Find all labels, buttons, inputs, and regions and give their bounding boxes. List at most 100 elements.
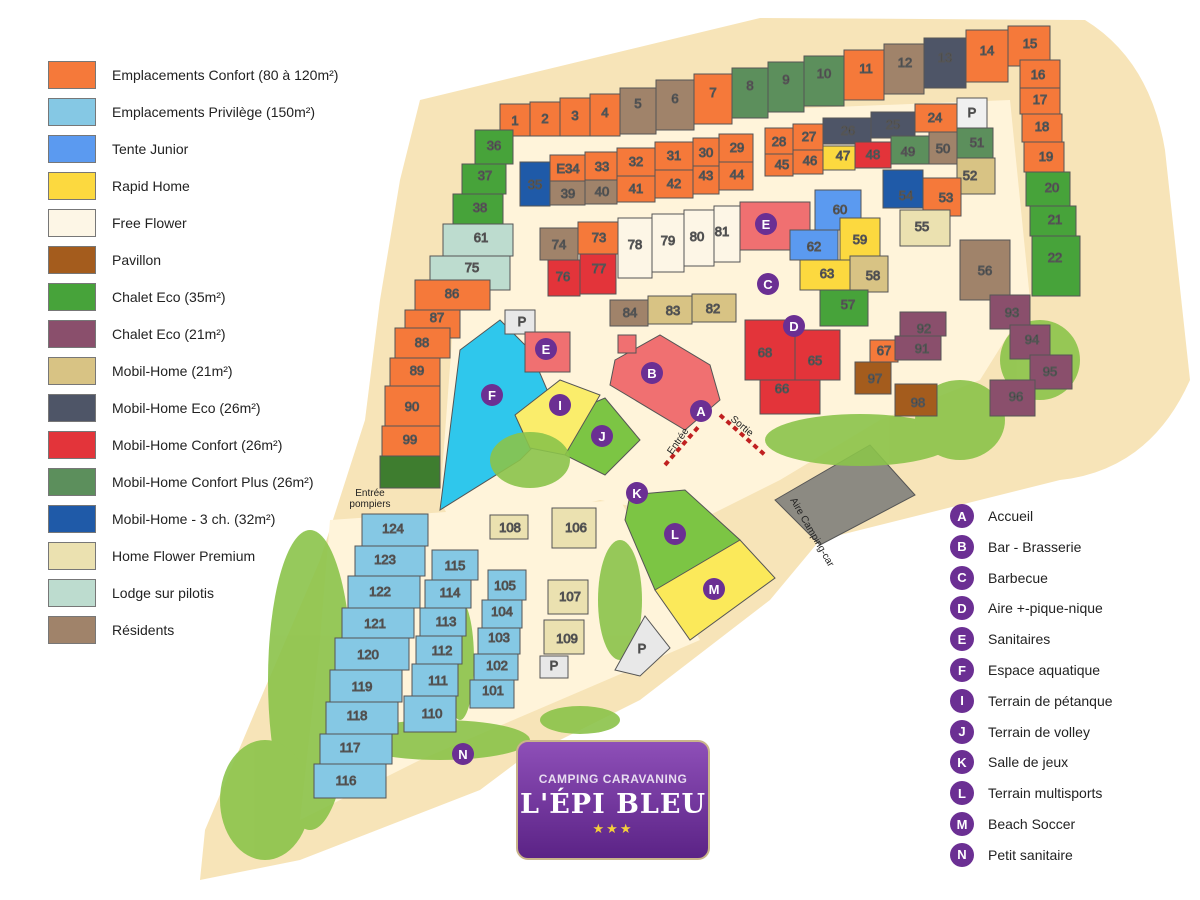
svg-text:42: 42: [667, 176, 681, 191]
svg-text:76: 76: [556, 269, 570, 284]
service-badge: I: [950, 688, 974, 713]
svg-text:18: 18: [1035, 119, 1049, 134]
pitch-row-center: 74 73 78 79 80 81 76 77 84 83 82: [539, 201, 811, 327]
svg-text:96: 96: [1009, 389, 1023, 404]
svg-text:122: 122: [369, 584, 391, 599]
service-badge: D: [950, 596, 974, 621]
svg-text:63: 63: [820, 266, 834, 281]
svg-text:P: P: [550, 658, 559, 673]
svg-text:124: 124: [382, 521, 404, 536]
legend-swatch: [48, 135, 96, 163]
service-badge: K: [950, 750, 974, 775]
svg-text:91: 91: [915, 341, 929, 356]
legend-swatch: [48, 283, 96, 311]
svg-text:62: 62: [807, 239, 821, 254]
legend-label: Rapid Home: [112, 178, 190, 194]
legend-swatch: [48, 61, 96, 89]
svg-text:55: 55: [915, 219, 929, 234]
gate-barriers: [663, 413, 767, 467]
legend-item: Tente Junior: [48, 134, 188, 164]
svg-text:107: 107: [559, 589, 581, 604]
marker-e-2: [535, 338, 557, 360]
svg-text:39: 39: [561, 186, 575, 201]
svg-text:94: 94: [1025, 332, 1039, 347]
svg-text:38: 38: [473, 200, 487, 215]
svg-text:24: 24: [928, 110, 942, 125]
svg-text:89: 89: [410, 363, 424, 378]
legend-item: Chalet Eco (21m²): [48, 319, 226, 349]
pitch-block-b: 28 27 26 25 24 P 45 46 47 48 49 50 51 52: [764, 97, 996, 195]
legend-item: Rapid Home: [48, 171, 190, 201]
service-badge: M: [950, 812, 974, 836]
marker-l: [664, 523, 686, 545]
service-label: Sanitaires: [988, 631, 1051, 648]
legend-label: Emplacements Privilège (150m²): [112, 104, 316, 120]
svg-text:C: C: [763, 277, 773, 292]
legend-item: Chalet Eco (35m²): [48, 282, 226, 312]
svg-text:A: A: [696, 404, 706, 419]
svg-text:17: 17: [1033, 92, 1047, 107]
svg-text:7: 7: [709, 85, 716, 100]
svg-text:6: 6: [671, 91, 678, 106]
legend-swatch: [48, 98, 96, 126]
service-label: Espace aquatique: [988, 662, 1101, 678]
svg-text:27: 27: [802, 129, 816, 144]
svg-text:43: 43: [699, 168, 713, 183]
legend-label: Mobil-Home Confort (26m²): [112, 437, 283, 453]
svg-text:J: J: [598, 429, 605, 444]
marker-b: [641, 362, 663, 384]
marker-i: [549, 394, 571, 416]
legend-swatch: [48, 246, 96, 274]
svg-text:10: 10: [817, 66, 831, 81]
svg-text:K: K: [632, 486, 642, 501]
svg-text:61: 61: [474, 230, 488, 245]
svg-text:28: 28: [772, 134, 786, 149]
legend-label: Chalet Eco (21m²): [112, 326, 226, 342]
svg-text:22: 22: [1048, 250, 1062, 265]
svg-text:118: 118: [347, 708, 368, 723]
svg-text:33: 33: [595, 159, 609, 174]
svg-text:65: 65: [808, 353, 822, 368]
svg-text:84: 84: [623, 305, 637, 320]
svg-text:108: 108: [499, 520, 521, 535]
svg-text:110: 110: [422, 706, 443, 721]
service-label: Accueil: [988, 508, 1034, 524]
pitch-col-left: 36 37 38 61 75 86 87 88 89 90 99: [379, 129, 514, 489]
legend-swatch: [48, 579, 96, 607]
legend-label: Home Flower Premium: [112, 548, 256, 564]
svg-text:123: 123: [374, 552, 396, 567]
svg-text:74: 74: [552, 237, 566, 252]
svg-text:58: 58: [866, 268, 880, 283]
svg-text:113: 113: [436, 614, 457, 629]
marker-e-1: [755, 213, 777, 235]
svg-text:2: 2: [541, 111, 548, 126]
svg-text:67: 67: [877, 343, 891, 358]
legend-label: Tente Junior: [112, 141, 189, 157]
svg-text:112: 112: [432, 643, 453, 658]
service-badge: C: [950, 565, 974, 590]
legend-label: Mobil-Home Confort Plus (26m²): [112, 474, 314, 490]
legend-item: Mobil-Home (21m²): [48, 356, 233, 386]
legend-label: Mobil-Home Eco (26m²): [112, 400, 261, 416]
svg-text:75: 75: [465, 260, 479, 275]
svg-text:L: L: [671, 527, 679, 542]
svg-text:95: 95: [1043, 364, 1057, 379]
svg-text:90: 90: [405, 399, 419, 414]
svg-text:97: 97: [868, 371, 882, 386]
svg-text:77: 77: [592, 261, 606, 276]
svg-text:109: 109: [556, 631, 578, 646]
legend-swatch: [48, 320, 96, 348]
svg-text:83: 83: [666, 303, 680, 318]
svg-text:N: N: [458, 747, 467, 762]
legend-label: Emplacements Confort (80 à 120m²): [112, 67, 339, 83]
svg-text:P: P: [518, 314, 527, 329]
service-label: Salle de jeux: [988, 754, 1069, 771]
pitch-block-a: E34 33 32 31 30 29 35 39 40 41 42 43 44: [519, 133, 754, 207]
pitch-cluster-center-east: 60 62 59 63 58 57 68 65 66 P: [504, 189, 889, 415]
svg-text:56: 56: [978, 263, 992, 278]
